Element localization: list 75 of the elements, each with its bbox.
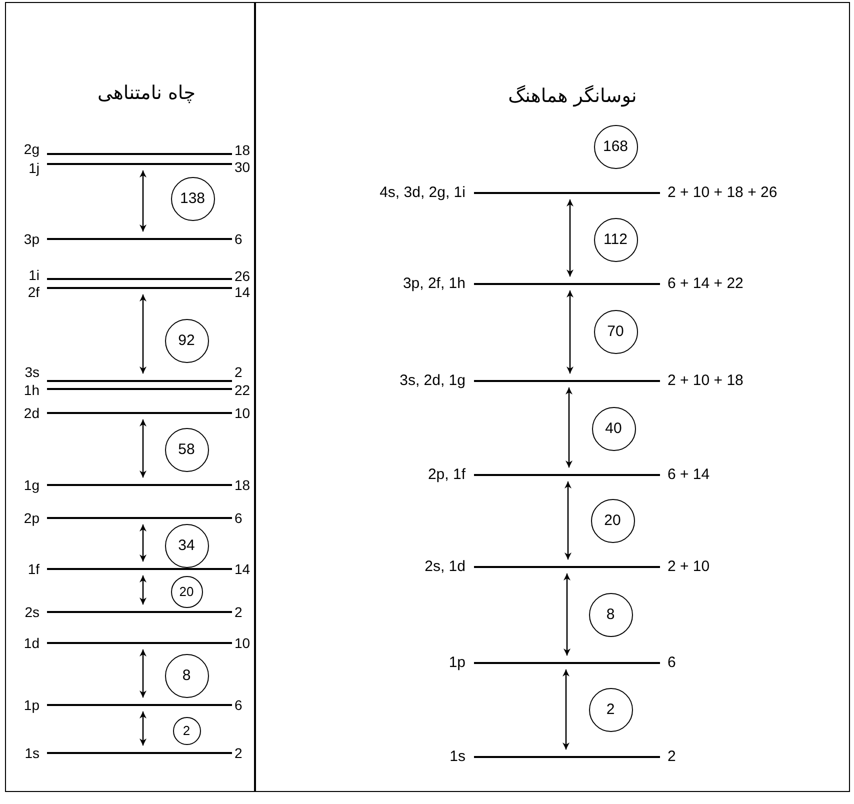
level-label: 4s, 3d, 2g, 1i <box>380 184 466 202</box>
level-label: 1s <box>450 748 466 766</box>
level-label: 1s <box>24 744 40 762</box>
gap-arrow <box>566 200 574 276</box>
gap-arrow <box>140 420 146 478</box>
magic-number-circle: 168 <box>594 124 638 168</box>
magic-number-circle: 40 <box>592 406 636 450</box>
degeneracy-label: 30 <box>234 158 250 176</box>
level-label: 2s <box>24 602 40 620</box>
gap-arrow <box>140 712 146 746</box>
degeneracy-label: 2 + 10 + 18 <box>668 372 744 390</box>
gap-arrow <box>564 482 572 560</box>
degeneracy-label: 22 <box>234 380 250 398</box>
magic-number-circle: 20 <box>170 576 202 608</box>
degeneracy-label: 6 + 14 <box>668 466 710 484</box>
magic-number-circle: 34 <box>164 524 208 568</box>
degeneracy-label: 2 + 10 <box>668 558 710 576</box>
level-label: 2g <box>24 140 40 158</box>
gap-arrow <box>562 670 570 750</box>
level-label: 2f <box>28 282 40 300</box>
degeneracy-label: 6 + 14 + 22 <box>668 274 744 292</box>
level-label: 1f <box>28 560 40 578</box>
gap-arrow <box>140 170 146 232</box>
level-label: 2s, 1d <box>424 558 466 576</box>
magic-number-circle: 8 <box>164 654 208 698</box>
gap-arrow <box>564 574 570 656</box>
degeneracy-label: 18 <box>234 140 250 158</box>
gap-arrow <box>140 576 146 604</box>
panel-frame <box>5 2 255 792</box>
degeneracy-label: 26 <box>234 266 250 284</box>
level-label: 1h <box>24 380 40 398</box>
magic-number-circle: 2 <box>588 688 632 732</box>
gap-arrow <box>140 294 146 374</box>
panel-frame <box>255 2 850 792</box>
magic-number-circle: 92 <box>164 318 208 362</box>
level-label: 1g <box>24 476 40 494</box>
degeneracy-label: 6 <box>668 654 676 672</box>
magic-number-circle: 8 <box>588 592 632 636</box>
degeneracy-label: 2 <box>234 744 242 762</box>
degeneracy-label: 2 <box>668 748 676 766</box>
level-label: 3p, 2f, 1h <box>402 274 466 292</box>
panel-title: نوسانگر هماهنگ <box>508 84 637 108</box>
level-label: 3p <box>24 230 40 248</box>
degeneracy-label: 14 <box>234 560 250 578</box>
magic-number-circle: 138 <box>170 176 214 220</box>
magic-number-circle: 112 <box>594 218 638 262</box>
level-label: 2p <box>24 508 40 526</box>
degeneracy-label: 10 <box>234 404 250 422</box>
level-label: 1p <box>448 654 466 672</box>
degeneracy-label: 2 <box>234 602 242 620</box>
level-label: 2d <box>24 404 40 422</box>
degeneracy-label: 6 <box>234 508 242 526</box>
degeneracy-label: 6 <box>234 230 242 248</box>
gap-arrow <box>140 650 146 698</box>
degeneracy-label: 18 <box>234 476 250 494</box>
level-label: 3s <box>24 362 40 380</box>
degeneracy-label: 2 <box>234 362 242 380</box>
level-label: 3s, 2d, 1g <box>400 372 466 390</box>
degeneracy-label: 10 <box>234 634 250 652</box>
panel-title: چاه نامتناهی <box>98 80 196 104</box>
gap-arrow <box>566 388 572 468</box>
level-label: 2p, 1f <box>428 466 466 484</box>
magic-number-circle: 70 <box>594 310 638 354</box>
magic-number-circle: 2 <box>172 716 200 744</box>
degeneracy-label: 2 + 10 + 18 + 26 <box>668 184 778 202</box>
level-label: 1i <box>28 266 40 284</box>
level-label: 1p <box>24 696 40 714</box>
level-label: 1j <box>28 158 40 176</box>
degeneracy-label: 6 <box>234 696 242 714</box>
gap-arrow <box>566 290 574 374</box>
level-label: 1d <box>24 634 40 652</box>
degeneracy-label: 14 <box>234 282 250 300</box>
gap-arrow <box>140 524 146 562</box>
magic-number-circle: 20 <box>590 498 634 542</box>
magic-number-circle: 58 <box>164 428 208 472</box>
